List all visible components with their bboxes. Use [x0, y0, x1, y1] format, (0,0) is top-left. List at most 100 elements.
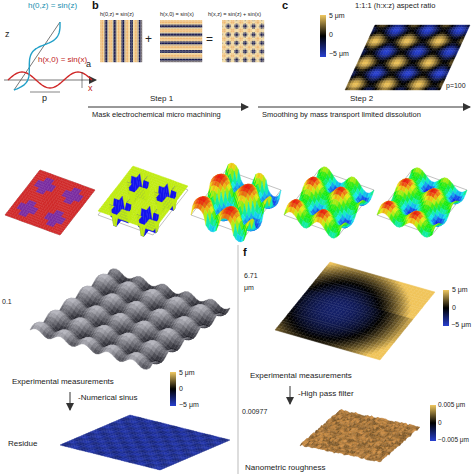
stripe-cell [127, 43, 129, 45]
stripe-cell [123, 26, 125, 28]
stripe-cell [175, 31, 177, 33]
stripe-cell [189, 47, 191, 49]
checker-cell [257, 38, 259, 40]
stripe-cell [130, 40, 132, 42]
checker-cell [236, 59, 238, 61]
stripe-cell [163, 52, 165, 54]
checker-cell [237, 32, 239, 34]
stripe-cell [105, 23, 107, 25]
stripe-cell [186, 41, 188, 43]
stripe-cell [187, 31, 189, 33]
stripe-cell [163, 56, 165, 58]
stripe-cell [183, 59, 185, 61]
checker-cell [257, 25, 259, 27]
checker-cell [257, 47, 259, 49]
checker-cell [228, 26, 230, 28]
stripe-cell [190, 40, 192, 42]
stripe-cell [184, 23, 186, 25]
stripe-cell [111, 61, 113, 63]
stripe-cell [178, 52, 180, 54]
stripe-cell [130, 55, 132, 57]
checker-cell [243, 20, 245, 22]
stripe-cell [121, 46, 123, 48]
stripe-cell [171, 44, 173, 46]
checker-cell [252, 52, 254, 54]
stripe-cell [115, 55, 117, 57]
stripe-cell [133, 46, 135, 48]
stripe-cell [168, 23, 170, 25]
stripe-cell [192, 22, 194, 24]
stripe-cell [130, 32, 132, 34]
stripe-cell [171, 52, 173, 54]
checker-cell [239, 22, 241, 24]
stripe-cell [106, 31, 108, 33]
checker-cell [230, 29, 232, 31]
stripe-cell [183, 49, 185, 51]
checker-cell [239, 37, 241, 39]
checker-cell [240, 32, 242, 34]
stripe-cell [102, 34, 104, 36]
stripe-cell [166, 61, 168, 63]
stripe-cell [181, 34, 183, 36]
checker-cell [227, 59, 229, 61]
checker-cell [245, 28, 247, 30]
checker-cell [252, 23, 254, 25]
checker-cell [224, 28, 226, 30]
stripe-cell [192, 44, 194, 46]
stripe-cell [121, 35, 123, 37]
stripe-cell [193, 46, 195, 48]
checker-cell [252, 49, 254, 51]
checker-cell [245, 55, 247, 57]
stripe-cell [189, 46, 191, 48]
checker-cell [224, 47, 226, 49]
checker-cell [240, 37, 242, 39]
stripe-cell [130, 25, 132, 27]
checker-cell [251, 47, 253, 49]
stripe-cell [126, 32, 128, 34]
stripe-cell [127, 58, 129, 60]
checker-cell [227, 20, 229, 22]
stripe-cell [126, 23, 128, 25]
stripe-cell [112, 34, 114, 36]
stripe-cell [127, 37, 129, 39]
stripe-cell [105, 41, 107, 43]
stripe-cell [120, 52, 122, 54]
checker-cell [255, 20, 257, 22]
stripe-cell [112, 41, 114, 43]
stripe-cell [100, 28, 102, 30]
stripe-cell [118, 43, 120, 45]
checker-cell [236, 20, 238, 22]
stripe-cell [163, 26, 165, 28]
checker-cell [230, 61, 232, 63]
stripe-cell [172, 32, 174, 34]
stripe-cell [102, 47, 104, 49]
checker-cell [239, 34, 241, 36]
checker-cell [248, 31, 250, 33]
stripe-cell [103, 49, 105, 51]
stripe-cell [112, 23, 114, 25]
checker-cell [242, 49, 244, 51]
stripe-cell [100, 49, 102, 51]
stripe-cell [133, 22, 135, 24]
checker-cell [239, 40, 241, 42]
stripe-cell [163, 55, 165, 57]
stripe-cell [183, 28, 185, 30]
stripe-cell [132, 53, 134, 55]
stripe-cell [103, 31, 105, 33]
checker-cell [248, 28, 250, 30]
stripe-cell [162, 56, 164, 58]
stripe-cell [129, 56, 131, 58]
stripe-cell [103, 52, 105, 54]
checker-cell [224, 56, 226, 58]
checker-cell [252, 37, 254, 39]
checker-cell [242, 50, 244, 52]
stripe-cell [109, 55, 111, 57]
stripe-cell [135, 38, 137, 40]
stripe-cell [124, 49, 126, 51]
stripe-cell [127, 31, 129, 33]
stripe-cell [111, 28, 113, 30]
checker-cell [233, 49, 235, 51]
stripe-cell [172, 23, 174, 25]
stripe-cell [105, 37, 107, 39]
stripe-cell [135, 49, 137, 51]
